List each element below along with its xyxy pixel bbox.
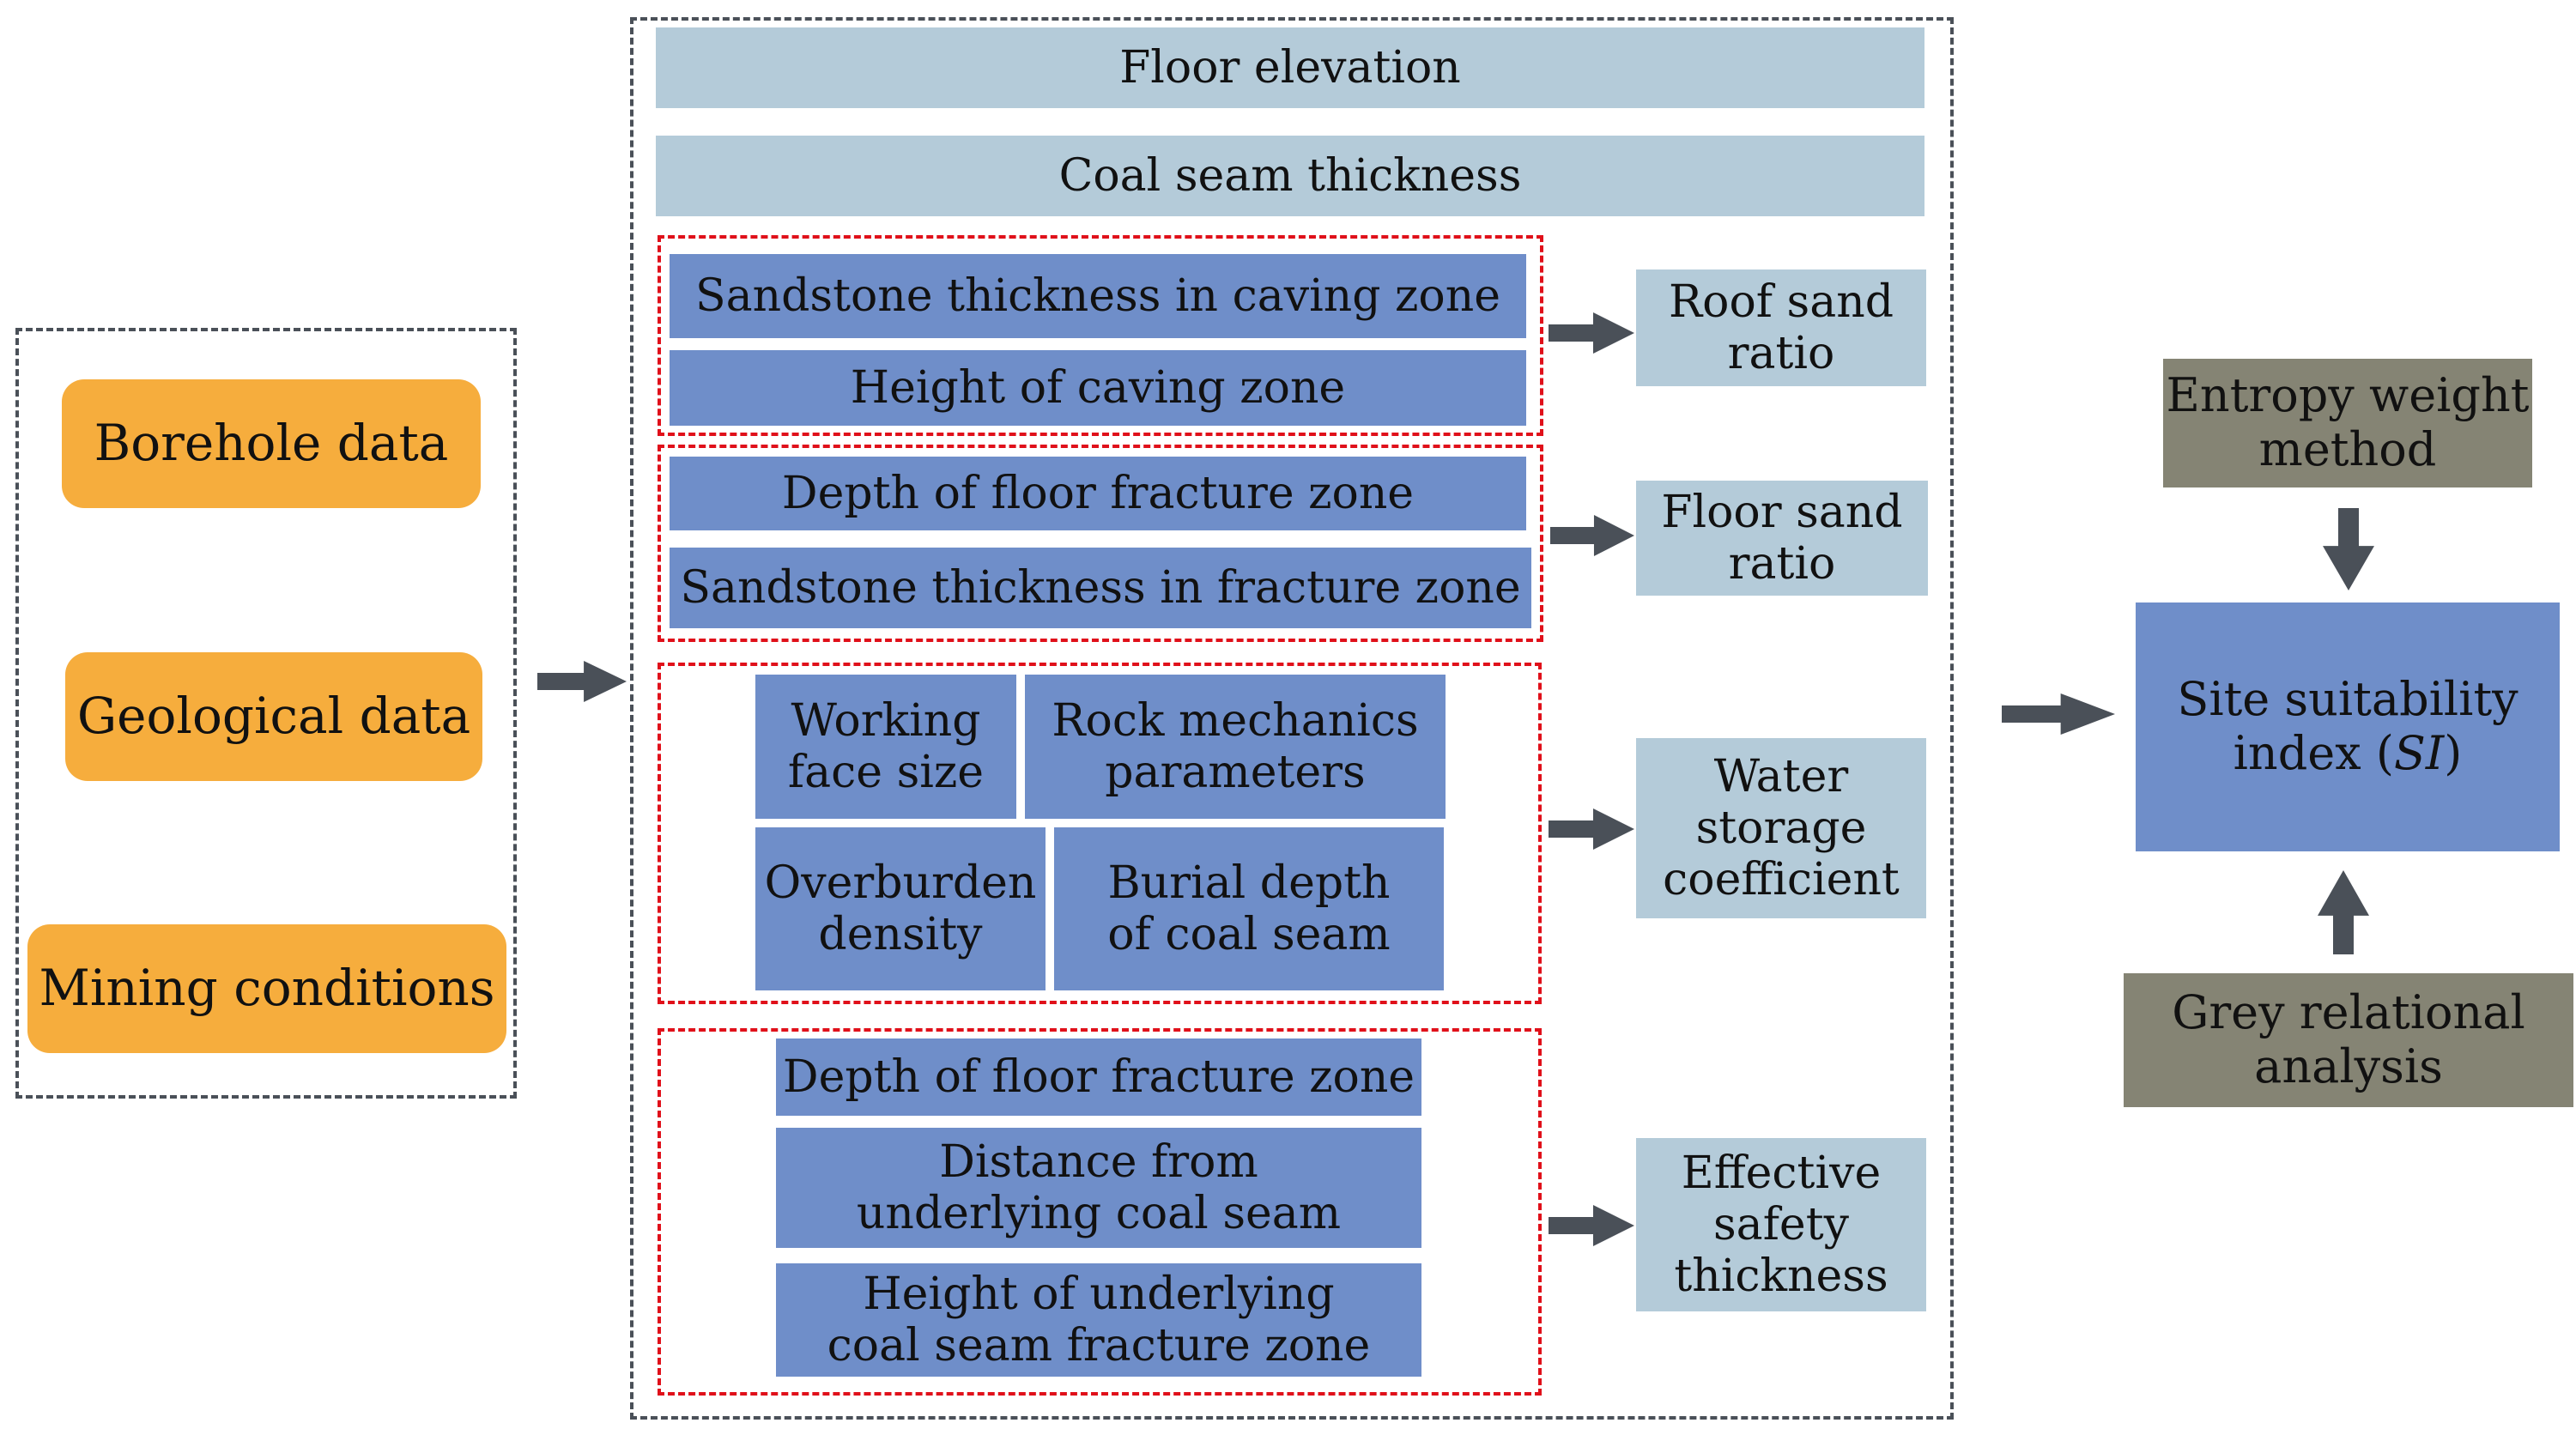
item-height-underlying-fracture-zone: Height of underlying coal seam fracture … bbox=[776, 1263, 1421, 1377]
result-roof-sand-ratio: Roof sand ratio bbox=[1636, 269, 1926, 386]
method-entropy-weight: Entropy weight method bbox=[2163, 359, 2532, 487]
arrow-to-floor-sand-ratio bbox=[1550, 515, 1634, 556]
arrow-to-effective-safety-thickness bbox=[1549, 1205, 1634, 1246]
group-roof-sand-ratio bbox=[658, 235, 1543, 436]
input-borehole-data: Borehole data bbox=[62, 379, 481, 508]
item-sandstone-thickness-fracture-zone: Sandstone thickness in fracture zone bbox=[670, 548, 1531, 628]
item-working-face-size: Working face size bbox=[755, 675, 1016, 819]
factor-floor-elevation: Floor elevation bbox=[656, 27, 1924, 108]
arrow-to-water-storage-coefficient bbox=[1549, 808, 1634, 850]
factor-coal-seam-thickness: Coal seam thickness bbox=[656, 136, 1924, 216]
arrow-entropy-to-output bbox=[2323, 508, 2374, 590]
input-geological-data: Geological data bbox=[65, 652, 482, 781]
arrow-factors-to-output bbox=[2002, 693, 2115, 735]
arrow-inputs-to-factors bbox=[537, 661, 627, 702]
factor-frame bbox=[630, 17, 1954, 1420]
output-site-suitability-index: Site suitability index (SI) bbox=[2136, 602, 2560, 851]
result-effective-safety-thickness: Effective safety thickness bbox=[1636, 1138, 1926, 1311]
item-height-caving-zone: Height of caving zone bbox=[670, 350, 1526, 426]
item-rock-mechanics-parameters: Rock mechanics parameters bbox=[1025, 675, 1446, 819]
item-distance-underlying-coal-seam: Distance from underlying coal seam bbox=[776, 1128, 1421, 1248]
input-data-frame bbox=[15, 328, 517, 1099]
arrow-grey-to-output bbox=[2318, 870, 2369, 954]
group-floor-sand-ratio bbox=[658, 445, 1543, 642]
arrow-to-roof-sand-ratio bbox=[1549, 312, 1634, 354]
output-symbol: SI bbox=[2393, 726, 2445, 780]
output-label: Site suitability index (SI) bbox=[2177, 672, 2518, 780]
item-overburden-density: Overburden density bbox=[755, 827, 1046, 990]
result-water-storage-coefficient: Water storage coefficient bbox=[1636, 738, 1926, 918]
item-depth-floor-fracture-zone-2: Depth of floor fracture zone bbox=[776, 1038, 1421, 1116]
item-sandstone-thickness-caving-zone: Sandstone thickness in caving zone bbox=[670, 254, 1526, 338]
input-mining-conditions: Mining conditions bbox=[27, 924, 506, 1053]
result-floor-sand-ratio: Floor sand ratio bbox=[1636, 481, 1928, 596]
item-burial-depth-coal-seam: Burial depth of coal seam bbox=[1054, 827, 1444, 990]
item-depth-floor-fracture-zone: Depth of floor fracture zone bbox=[670, 457, 1526, 530]
method-grey-relational-analysis: Grey relational analysis bbox=[2124, 973, 2573, 1107]
group-water-storage-coefficient bbox=[658, 663, 1542, 1004]
group-effective-safety-thickness bbox=[658, 1028, 1542, 1396]
